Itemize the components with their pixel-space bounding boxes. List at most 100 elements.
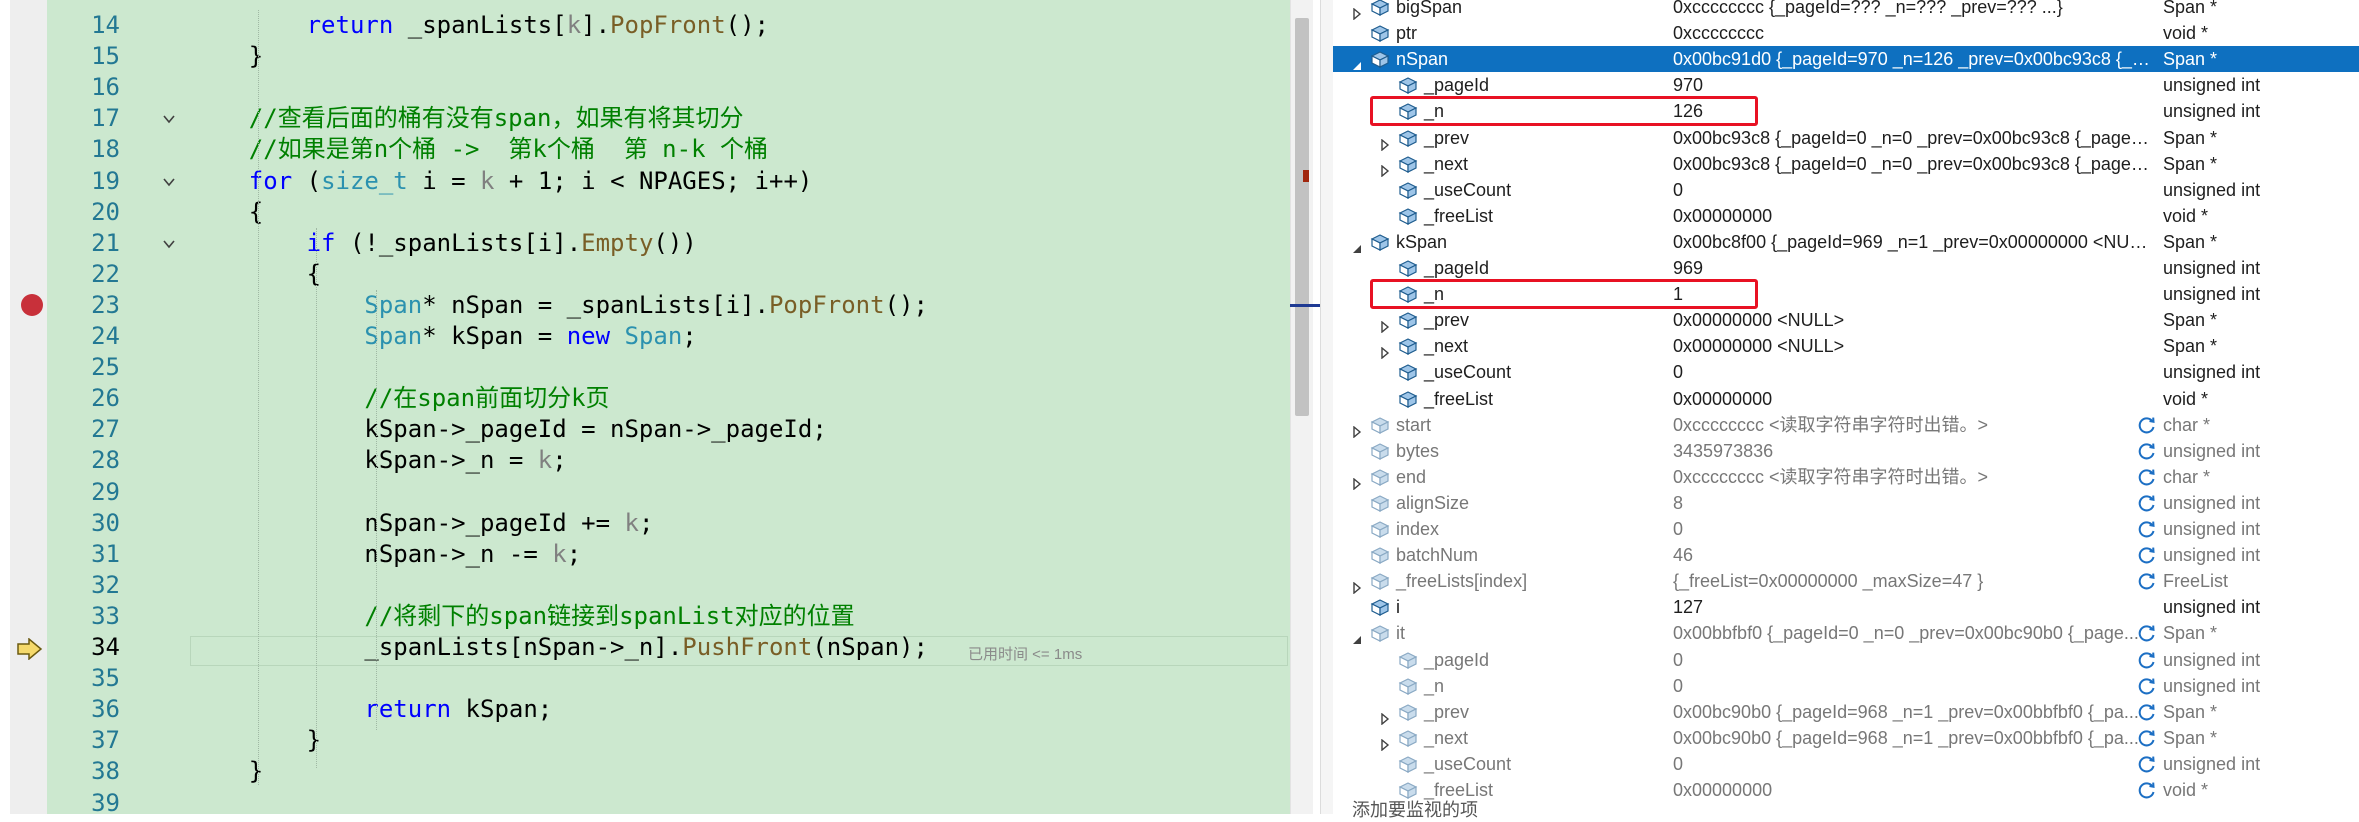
watch-value[interactable]: 0	[1673, 753, 1684, 774]
refresh-icon[interactable]	[2137, 702, 2157, 722]
code-line[interactable]: //查看后面的桶有没有span，如果有将其切分	[191, 103, 744, 134]
watch-value[interactable]: 0	[1673, 649, 1684, 670]
watch-value[interactable]: 0	[1673, 519, 1684, 539]
watch-value[interactable]: 8	[1673, 492, 1684, 513]
watch-value[interactable]: 0x00000000 <NULL>	[1673, 336, 1845, 357]
code-line[interactable]: kSpan->_pageId = nSpan->_pageId;	[191, 414, 826, 445]
watch-value[interactable]: 3435973836	[1673, 440, 1774, 461]
code-line[interactable]: }	[191, 756, 263, 787]
expand-triangle-icon[interactable]	[1379, 314, 1391, 334]
refresh-icon[interactable]	[2137, 571, 2157, 591]
expand-triangle-icon[interactable]	[1351, 575, 1363, 595]
watch-value[interactable]: 0x00bc93c8 {_pageId=0 _n=0 _prev=0x00bc9…	[1673, 153, 2151, 174]
collapse-triangle-icon[interactable]	[1351, 236, 1363, 253]
code-line[interactable]: return _spanLists[k].PopFront();	[191, 10, 769, 41]
refresh-icon[interactable]	[2137, 467, 2157, 487]
code-line[interactable]: for (size_t i = k + 1; i < NPAGES; i++)	[191, 166, 813, 197]
code-line[interactable]: return kSpan;	[191, 694, 552, 725]
watch-value[interactable]: 970	[1673, 75, 1704, 96]
code-line[interactable]: kSpan->_n = k;	[191, 445, 566, 476]
watch-value[interactable]: 0	[1673, 675, 1684, 696]
watch-value[interactable]: 0x00bc90b0 {_pageId=968 _n=1 _prev=0x00b…	[1673, 701, 2139, 722]
expand-triangle-icon[interactable]	[1351, 471, 1363, 491]
collapse-triangle-icon[interactable]	[1351, 627, 1363, 645]
watch-value[interactable]: 0	[1673, 179, 1684, 200]
watch-value[interactable]: 0x00000000 <NULL>	[1673, 310, 1845, 331]
watch-row[interactable]: _freeLists[index]{_freeList=0x00000000 _…	[1333, 568, 2359, 595]
watch-value[interactable]: 46	[1673, 545, 1694, 566]
code-line[interactable]: //将剩下的span链接到spanList对应的位置	[191, 601, 854, 632]
code-line[interactable]: Span* kSpan = new Span;	[191, 321, 696, 352]
expand-triangle-icon[interactable]	[1379, 132, 1391, 151]
expand-triangle-icon[interactable]	[1379, 340, 1391, 360]
refresh-icon[interactable]	[2137, 545, 2157, 565]
pane-splitter[interactable]	[1320, 0, 1334, 814]
expand-triangle-icon[interactable]	[1351, 1, 1363, 21]
watch-value[interactable]: {_freeList=0x00000000 _maxSize=47 }	[1673, 571, 1984, 592]
expand-triangle-icon[interactable]	[1379, 706, 1391, 726]
code-line[interactable]: Span* nSpan = _spanLists[i].PopFront();	[191, 290, 928, 321]
code-line[interactable]: {	[191, 259, 321, 290]
watch-value[interactable]: 969	[1673, 258, 1704, 278]
watch-value[interactable]: 0x00000000	[1673, 780, 1773, 800]
refresh-icon[interactable]	[2137, 780, 2157, 800]
watch-value[interactable]: 0x00bc8f00 {_pageId=969 _n=1 _prev=0x000…	[1673, 231, 2151, 252]
refresh-icon[interactable]	[2137, 415, 2157, 435]
watch-value[interactable]: 0xcccccccc <读取字符串字符时出错。>	[1673, 414, 1989, 435]
fold-collapse-icon[interactable]	[161, 174, 177, 190]
watch-value[interactable]: 0xcccccccc	[1673, 23, 1765, 44]
refresh-icon[interactable]	[2137, 519, 2157, 539]
watch-value[interactable]: 0x00000000	[1673, 388, 1773, 409]
watch-value[interactable]: 0	[1673, 362, 1684, 383]
code-line[interactable]: }	[191, 725, 321, 756]
watch-value[interactable]: 0x00bbfbf0 {_pageId=0 _n=0 _prev=0x00bc9…	[1673, 623, 2139, 644]
code-line[interactable]: }	[191, 41, 263, 72]
fold-collapse-icon[interactable]	[161, 236, 177, 252]
code-line[interactable]: {	[191, 197, 263, 228]
watch-value[interactable]: 127	[1673, 597, 1704, 618]
code-editor[interactable]	[47, 0, 1290, 814]
expand-triangle-icon[interactable]	[1379, 158, 1391, 178]
code-line[interactable]: if (!_spanLists[i].Empty())	[191, 228, 697, 259]
fold-collapse-icon[interactable]	[161, 111, 177, 127]
add-watch-item[interactable]: 添加要监视的项	[1352, 800, 1478, 820]
expand-triangle-icon[interactable]	[1351, 419, 1363, 439]
code-line[interactable]: nSpan->_n -= k;	[191, 539, 581, 570]
breakpoint-icon[interactable]	[21, 294, 43, 316]
glyph-margin[interactable]	[10, 0, 47, 814]
watch-value[interactable]: 0x00000000	[1673, 205, 1773, 226]
refresh-icon[interactable]	[2137, 728, 2157, 748]
watch-value[interactable]: 0xcccccccc {_pageId=??? _n=??? _prev=???…	[1673, 0, 2063, 17]
code-line[interactable]: //在span前面切分k页	[191, 383, 609, 414]
watch-value[interactable]: 0x00bc90b0 {_pageId=968 _n=1 _prev=0x00b…	[1673, 727, 2139, 748]
